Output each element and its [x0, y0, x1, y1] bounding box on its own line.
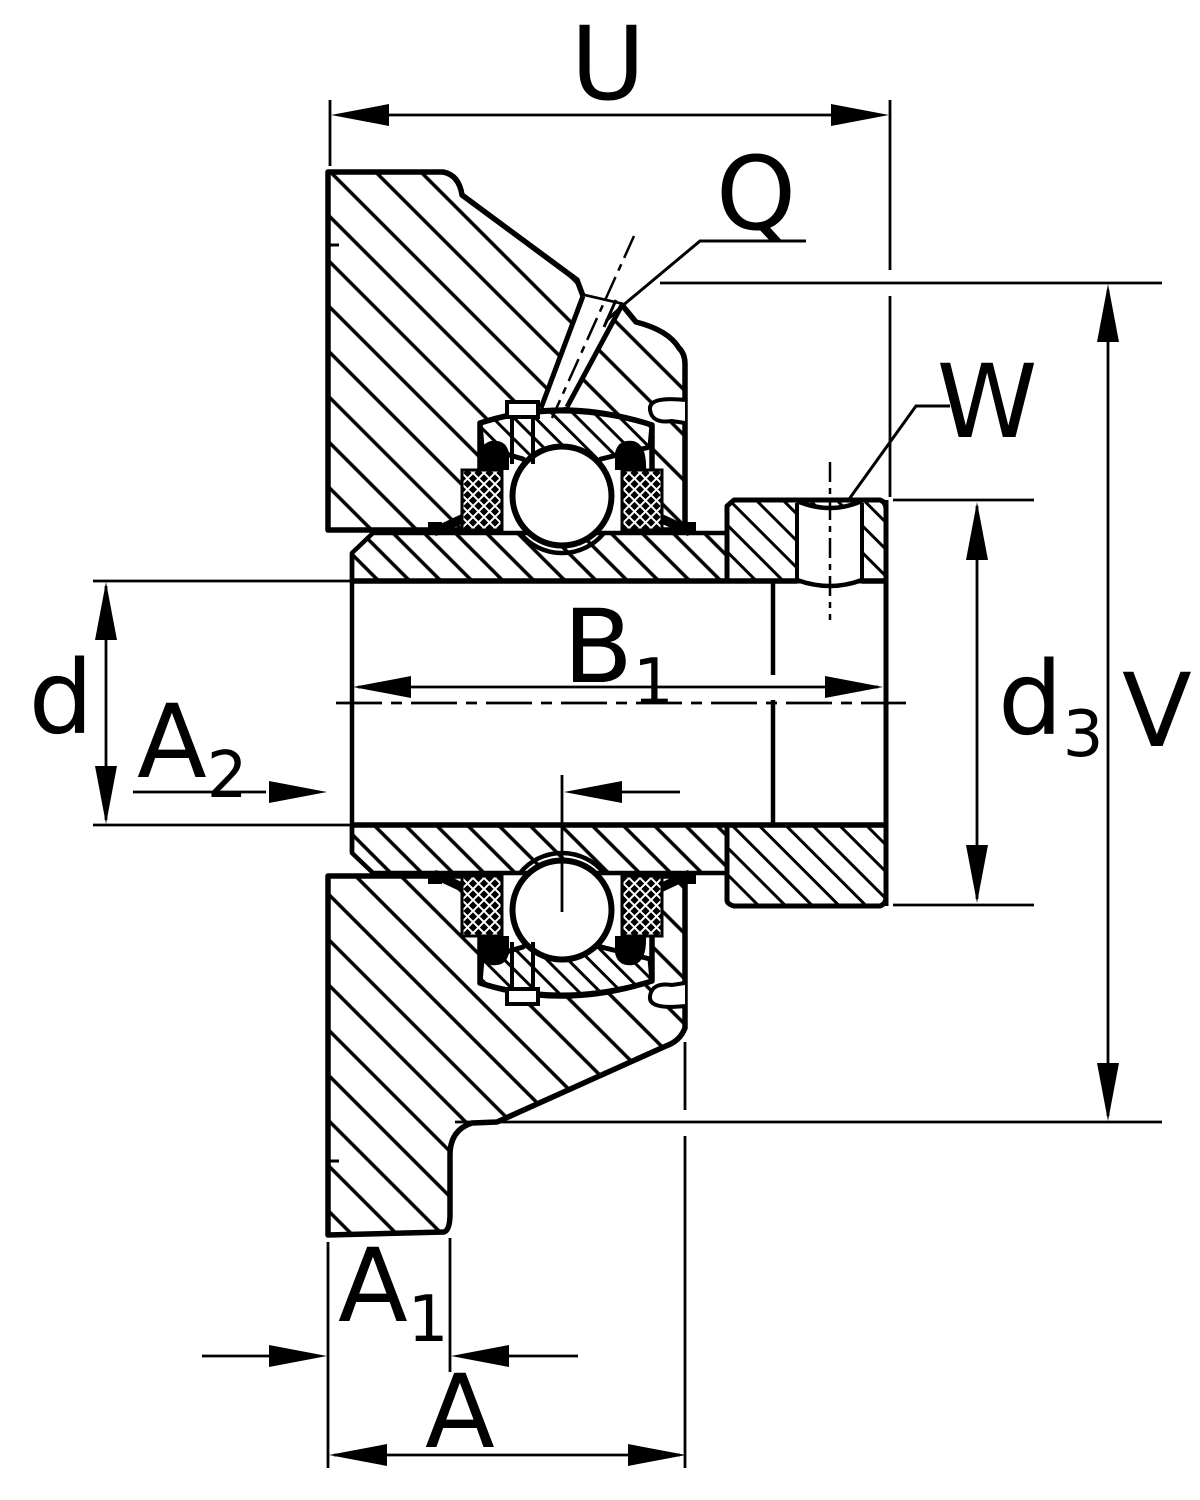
dimension-A1 [202, 1238, 578, 1468]
leader-Q [604, 239, 806, 323]
label-B1: B1 [563, 588, 674, 720]
bearing-ball-top [509, 443, 615, 549]
housing-groove-top [647, 397, 686, 425]
label-U: U [571, 5, 646, 124]
label-A2: A2 [137, 683, 248, 813]
dimension-A [329, 1042, 687, 1468]
label-V: V [1122, 652, 1192, 771]
label-Q: Q [716, 135, 796, 254]
lubrication-channel-wall-left [538, 295, 586, 409]
lubrication-channel-wall-right [564, 303, 625, 409]
dimension-d [93, 579, 350, 827]
leader-W [845, 404, 950, 503]
lubrication-channel-counterbore-mark [602, 299, 618, 328]
dimension-A2 [133, 781, 680, 803]
label-d: d [29, 639, 94, 758]
raceway-arc-top [518, 531, 606, 556]
label-W: W [937, 343, 1038, 462]
dimensions [93, 100, 1162, 1468]
label-A1: A1 [338, 1227, 449, 1357]
label-A: A [425, 1353, 495, 1472]
seal-top-left [428, 440, 509, 537]
dimension-U [328, 100, 892, 497]
locating-pin-top [505, 400, 540, 464]
dimension-d3 [893, 498, 1034, 907]
inner-ring-section [349, 530, 886, 876]
locking-collar-section [724, 462, 889, 909]
collar-bottom-section [724, 822, 889, 909]
lubrication-channel [538, 235, 636, 419]
leader-lines [604, 239, 950, 503]
dimension-V [455, 281, 1162, 1124]
lubrication-channel-axis [550, 235, 636, 419]
housing-groove-bottom [647, 981, 686, 1009]
dimension-labels: U Q W d A2 B1 d3 V A1 A [29, 5, 1192, 1472]
center-lines [336, 701, 906, 912]
label-d3: d3 [998, 640, 1103, 772]
dimension-B1 [353, 676, 883, 698]
